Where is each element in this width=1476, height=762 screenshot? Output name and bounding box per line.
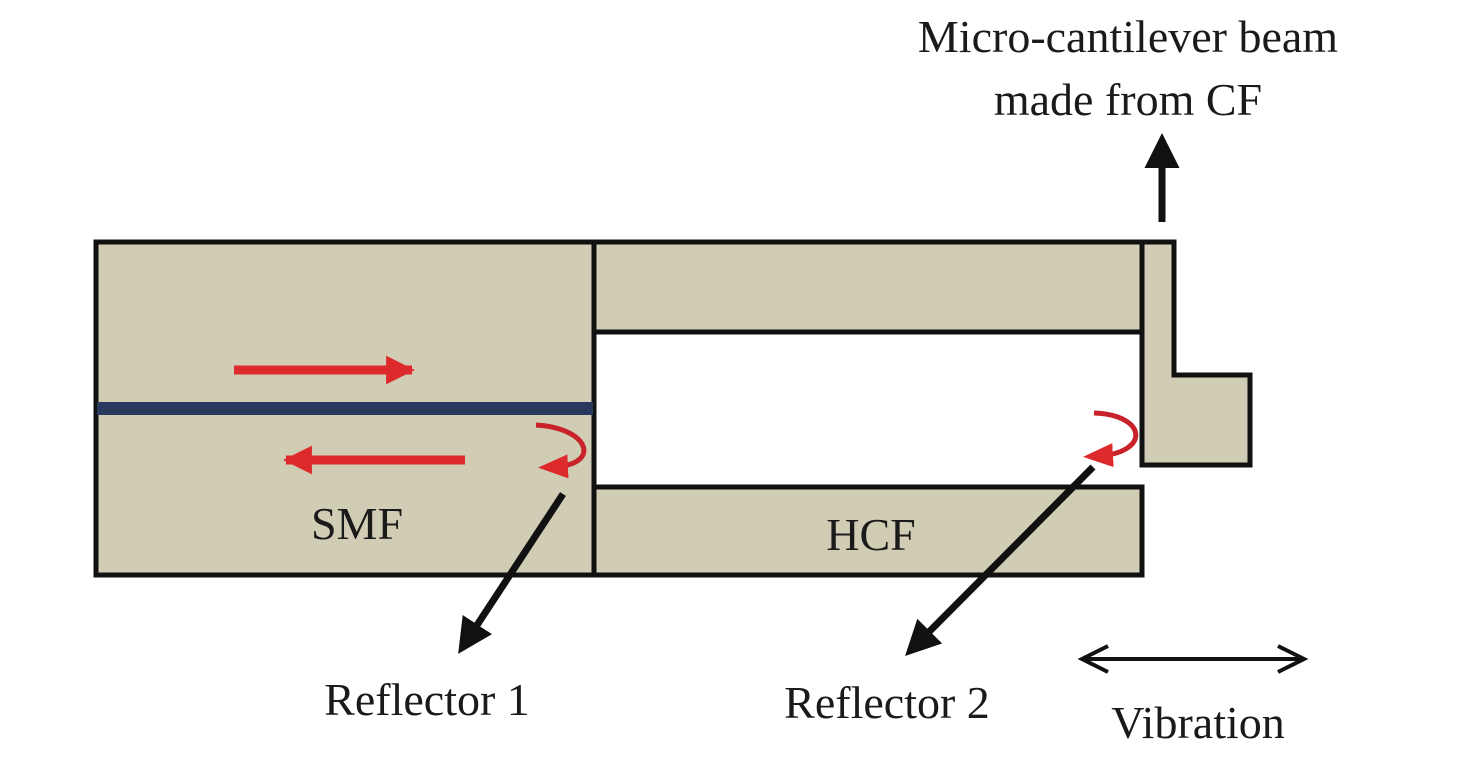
reflection-curl-1-icon	[535, 422, 587, 479]
hcf-top-wall	[591, 239, 1145, 335]
vibration-arrow-icon	[1077, 644, 1309, 674]
hcf-bottom-wall	[591, 484, 1145, 578]
cantilever-label-line2: made from CF	[994, 74, 1262, 125]
reflector-2-label: Reflector 2	[784, 677, 990, 728]
hcf-label: HCF	[826, 509, 915, 560]
cantilever-beam	[1139, 239, 1253, 468]
reflector-1-label: Reflector 1	[324, 674, 530, 725]
reflector-1-pointer	[458, 492, 566, 654]
reflection-curl-2-icon	[1083, 410, 1139, 468]
smf-label: SMF	[311, 498, 403, 549]
smf-core	[97, 402, 593, 415]
vibration-label: Vibration	[1111, 697, 1285, 748]
cantilever-label-line1: Micro-cantilever beam	[918, 11, 1338, 62]
reflector-2-pointer	[905, 464, 1096, 656]
